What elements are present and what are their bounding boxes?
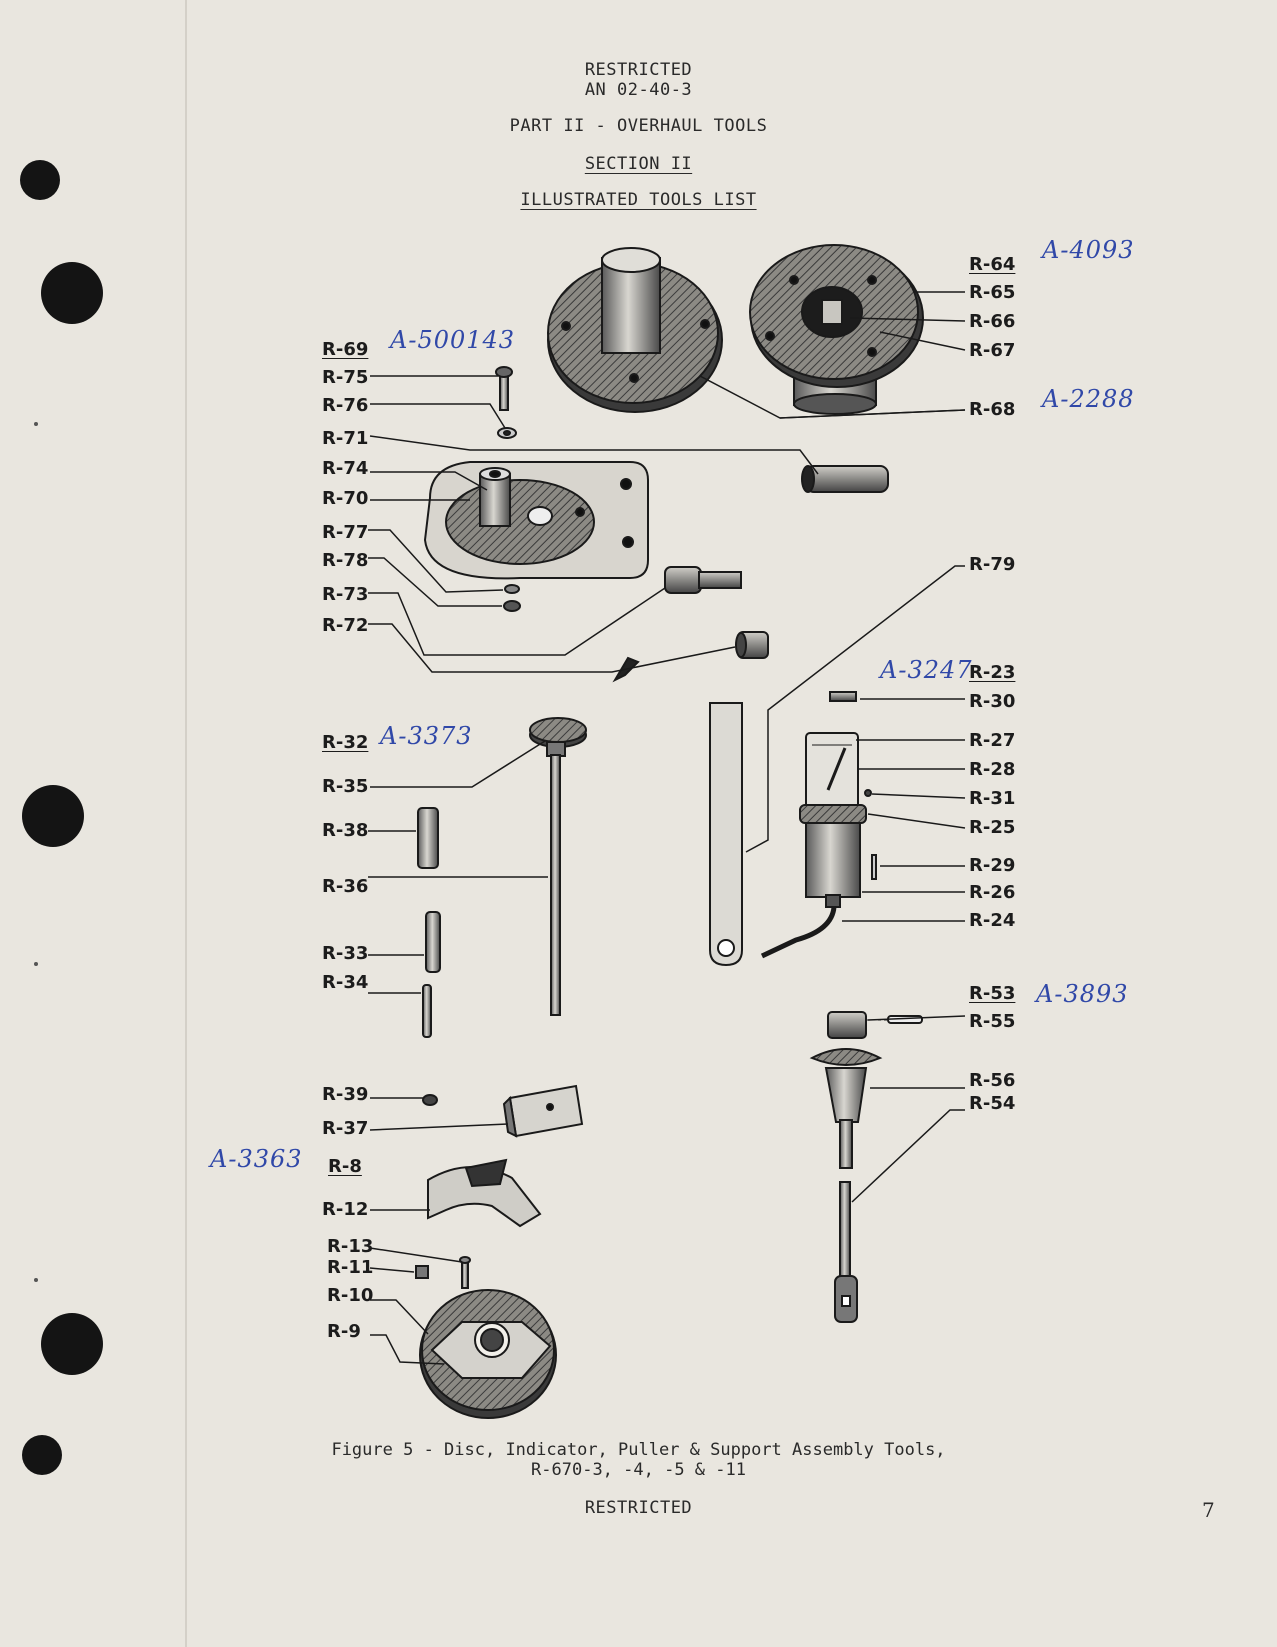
binder-hole [22,785,84,847]
callout-R-38: R-38 [322,820,369,841]
classification-header: RESTRICTED [584,60,693,80]
knurled-nut-part [735,631,769,659]
support-plate-part [547,247,723,413]
callout-R-34: R-34 [322,972,369,993]
callout-R-78: R-78 [322,550,369,571]
classification-footer: RESTRICTED [584,1498,693,1518]
callout-R-27: R-27 [969,730,1016,751]
callout-R-11: R-11 [327,1257,374,1278]
callout-R-70: R-70 [322,488,369,509]
callout-R-39: R-39 [322,1084,369,1105]
speck [34,422,38,426]
callout-R-54: R-54 [969,1093,1016,1114]
callout-R-71: R-71 [322,428,369,449]
document-number: AN 02-40-3 [584,80,693,100]
leader-lines [368,291,966,1365]
callout-R-26: R-26 [969,882,1016,903]
callout-R-67: R-67 [969,340,1016,361]
callout-R-74: R-74 [322,458,369,479]
handwritten-note: A-3247 [880,656,973,684]
page-number: 7 [1202,1498,1215,1522]
callout-R-28: R-28 [969,759,1016,780]
callout-R-35: R-35 [322,776,369,797]
speck [34,1278,38,1282]
callout-R-23: R-23 [969,662,1016,683]
handwritten-note: A-500143 [390,326,516,354]
page-fold-line [185,0,187,1647]
stud-part [664,566,742,594]
callout-R-73: R-73 [322,584,369,605]
speck [34,962,38,966]
support-tool-part [809,1011,923,1323]
handwritten-note: A-3893 [1036,980,1129,1008]
callout-R-12: R-12 [322,1199,369,1220]
callout-R-53: R-53 [969,983,1016,1004]
handwritten-note: A-2288 [1042,385,1135,413]
callout-R-72: R-72 [322,615,369,636]
callout-R-69: R-69 [322,339,369,360]
bracket-plate-part [423,461,649,580]
callout-R-32: R-32 [322,732,369,753]
callout-R-79: R-79 [969,554,1016,575]
wrench-bar-part [709,702,743,967]
pin-part [801,465,889,493]
callout-R-75: R-75 [322,367,369,388]
callout-R-64: R-64 [969,254,1016,275]
binder-hole [41,262,103,324]
list-title: ILLUSTRATED TOOLS LIST [520,190,757,210]
figure-caption: Figure 5 - Disc, Indicator, Puller & Sup… [331,1440,946,1460]
handwritten-note: A-3363 [210,1145,303,1173]
callout-R-77: R-77 [322,522,369,543]
callout-R-31: R-31 [969,788,1016,809]
callout-R-65: R-65 [969,282,1016,303]
screw-part [495,366,517,439]
flanged-disc-part [749,244,924,415]
binder-hole [20,160,60,200]
callout-R-76: R-76 [322,395,369,416]
section-title: SECTION II [584,154,693,174]
callout-R-10: R-10 [327,1285,374,1306]
callout-R-13: R-13 [327,1236,374,1257]
callout-R-24: R-24 [969,910,1016,931]
callout-R-68: R-68 [969,399,1016,420]
callout-R-66: R-66 [969,311,1016,332]
puller-part [417,717,587,1138]
handwritten-note: A-4093 [1042,236,1135,264]
callout-R-56: R-56 [969,1070,1016,1091]
callout-R-30: R-30 [969,691,1016,712]
binder-hole [41,1313,103,1375]
callout-R-8: R-8 [328,1156,362,1177]
callout-R-33: R-33 [322,943,369,964]
indicator-tool-part [760,691,877,959]
binder-hole [22,1435,62,1475]
callout-R-55: R-55 [969,1011,1016,1032]
handwritten-note: A-3373 [380,722,473,750]
figure-caption-line2: R-670-3, -4, -5 & -11 [531,1460,746,1480]
callout-R-9: R-9 [327,1321,361,1342]
callout-R-36: R-36 [322,876,369,897]
callout-R-29: R-29 [969,855,1016,876]
callout-R-37: R-37 [322,1118,369,1139]
part-title: PART II - OVERHAUL TOOLS [509,116,768,136]
dial-disc-part [415,1158,557,1419]
callout-R-25: R-25 [969,817,1016,838]
